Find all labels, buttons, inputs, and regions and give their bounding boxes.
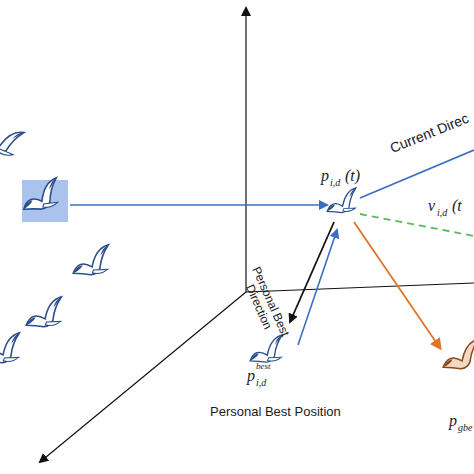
move-arrow	[70, 204, 327, 206]
annotation-label: Personal Best Direction	[234, 258, 295, 351]
return-arrow	[298, 230, 337, 345]
math-symbol: i,d	[330, 178, 340, 188]
annotation-label: Current Direc	[388, 111, 470, 155]
bird	[246, 335, 291, 371]
math-symbol: v	[428, 198, 435, 214]
math-symbol: (t	[452, 198, 462, 214]
z-axis	[245, 8, 246, 292]
math-symbol: best	[256, 362, 271, 371]
bird	[18, 177, 68, 219]
bird	[323, 188, 364, 220]
x-axis	[246, 283, 474, 292]
math-symbol: gbe	[458, 423, 472, 433]
personal-best-arrow	[290, 222, 334, 322]
bird	[0, 332, 29, 371]
y-axis	[40, 292, 246, 462]
bird	[21, 296, 71, 335]
math-symbol: p	[449, 413, 457, 429]
math-symbol: (t)	[345, 168, 360, 184]
bird	[68, 244, 118, 283]
velocity-line	[360, 214, 474, 236]
direction-line	[360, 150, 474, 198]
annotation-label: Personal Best Position	[210, 405, 341, 418]
math-symbol: p	[321, 168, 329, 184]
math-symbol: i,d	[437, 208, 447, 218]
global-best-arrow	[354, 222, 440, 348]
bird	[0, 132, 24, 155]
math-symbol: i,d	[256, 378, 266, 388]
bird	[438, 338, 474, 375]
math-symbol: p	[247, 368, 255, 384]
